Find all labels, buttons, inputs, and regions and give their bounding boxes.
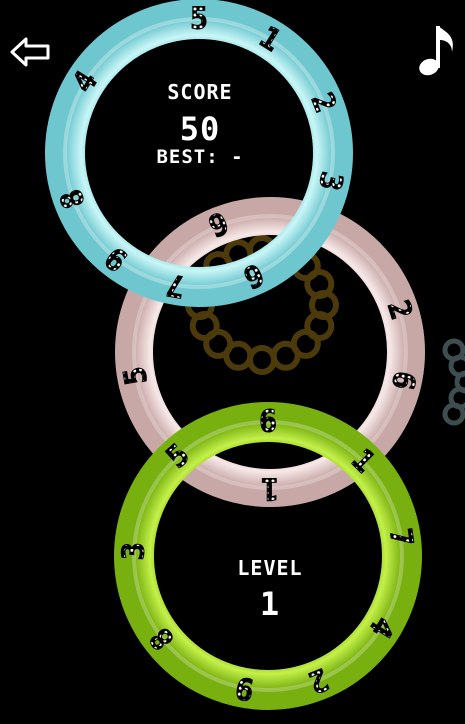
ring-green-number: 7 (382, 526, 419, 549)
edge-ring-fragment (442, 338, 465, 426)
level-value: 1 (259, 585, 281, 623)
ghost-dot (304, 269, 335, 299)
ring-pink[interactable] (115, 197, 425, 507)
ring-blue[interactable] (45, 0, 353, 307)
best-value: - (231, 146, 244, 168)
score-label: SCORE (167, 80, 233, 104)
level-label: LEVEL (237, 556, 303, 580)
best-score: BEST: - (140, 146, 260, 168)
music-note-icon (419, 26, 453, 76)
edge-dot (442, 402, 465, 426)
score-value: 50 (179, 110, 221, 148)
ring-pink-number: 1 (261, 471, 279, 506)
ring-green[interactable] (114, 402, 422, 710)
best-label: BEST: (156, 146, 219, 168)
back-button[interactable] (8, 34, 52, 70)
ghost-dot (247, 345, 277, 375)
ring-green-number: 3 (116, 542, 152, 561)
ghost-dot (270, 340, 301, 371)
back-arrow-icon (10, 37, 50, 67)
ring-blue-number: 5 (190, 2, 208, 37)
ring-green-number: 6 (259, 405, 277, 440)
music-toggle-button[interactable] (416, 22, 458, 78)
edge-dot (454, 370, 465, 394)
